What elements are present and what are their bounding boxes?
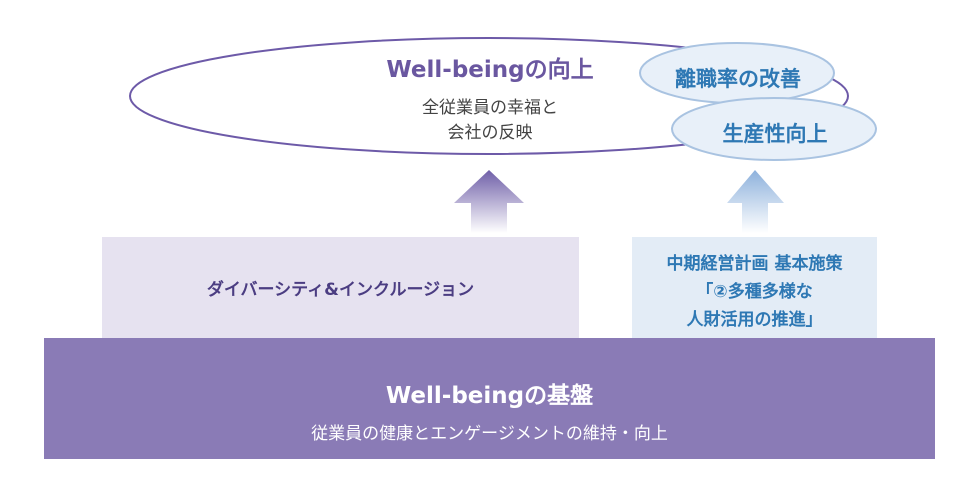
midterm-plan-box: 中期経営計画 基本施策 「②多種多様な 人財活用の推進」 bbox=[632, 237, 877, 347]
plan-line-3: 人財活用の推進」 bbox=[686, 310, 823, 330]
productivity-bubble bbox=[671, 97, 877, 161]
wellbeing-subtitle-line1: 全従業員の幸福と bbox=[422, 98, 558, 118]
diversity-label: ダイバーシティ&インクルージョン bbox=[206, 280, 475, 300]
up-arrow-blue-icon bbox=[727, 170, 784, 233]
wellbeing-subtitle-line2: 会社の反映 bbox=[447, 123, 533, 143]
foundation-subtitle: 従業員の健康とエンゲージメントの維持・向上 bbox=[311, 424, 668, 444]
turnover-label: 離職率の改善 bbox=[675, 67, 801, 91]
plan-line-1: 中期経営計画 基本施策 bbox=[666, 254, 843, 274]
diversity-box: ダイバーシティ&インクルージョン bbox=[102, 237, 579, 347]
foundation-title: Well-beingの基盤 bbox=[385, 383, 594, 409]
productivity-label: 生産性向上 bbox=[722, 122, 828, 146]
plan-line-2: 「②多種多様な bbox=[696, 282, 813, 302]
foundation-band: Well-beingの基盤 従業員の健康とエンゲージメントの維持・向上 bbox=[44, 338, 935, 459]
up-arrow-purple-icon bbox=[454, 170, 524, 233]
wellbeing-title: Well-beingの向上 bbox=[386, 57, 594, 83]
